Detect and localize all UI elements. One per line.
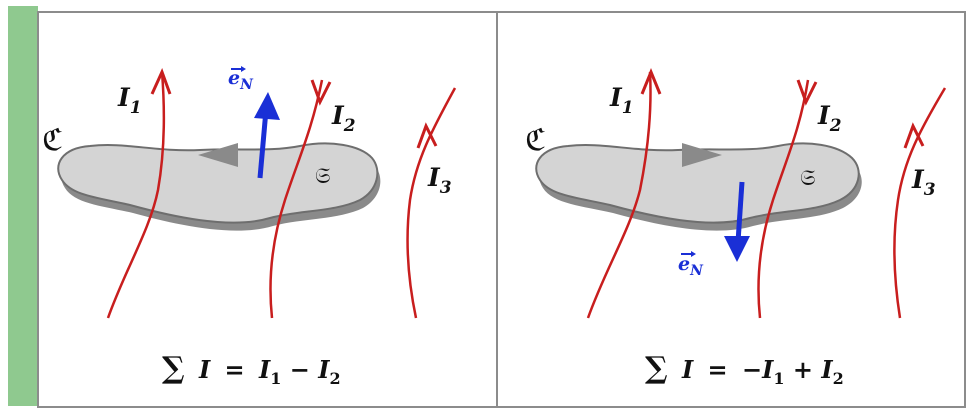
current-line-i1 xyxy=(106,71,166,319)
current-label-i1: I1 xyxy=(117,83,142,118)
current-line-i2 xyxy=(757,79,810,319)
svg-text:eN: eN xyxy=(228,67,254,93)
contour-orientation-arrow xyxy=(198,143,238,167)
svg-text:eN: eN xyxy=(678,253,704,279)
normal-vector-head xyxy=(254,92,280,120)
current-arrow-i3 xyxy=(416,122,438,149)
current-label-i3: I3 xyxy=(911,165,936,200)
panel-left: ℭ 𝔖 I1 I2 I3 eN ∑ I = I1 − I2 xyxy=(42,66,457,388)
current-arrow-i2 xyxy=(796,79,818,106)
contour-orientation-arrow xyxy=(682,143,722,167)
surface-s xyxy=(535,142,860,224)
current-line-i1 xyxy=(586,71,652,319)
current-label-i3: I3 xyxy=(427,163,452,198)
current-label-i2: I2 xyxy=(817,101,842,136)
current-arrow-i3 xyxy=(903,122,925,149)
contour-label: ℭ xyxy=(42,123,63,158)
current-line-i3 xyxy=(893,87,947,319)
contour-label: ℭ xyxy=(525,123,546,158)
equation-left: ∑ I = I1 − I2 xyxy=(162,351,341,388)
left-accent-bar xyxy=(8,6,38,406)
normal-vector-label: eN xyxy=(228,66,254,93)
normal-vector-shaft xyxy=(257,109,269,179)
current-label-i1: I1 xyxy=(609,83,634,118)
equation-right: ∑ I = −I1 + I2 xyxy=(645,351,844,388)
current-arrow-i2 xyxy=(310,79,332,106)
current-line-i2 xyxy=(269,79,324,319)
current-arrow-i1 xyxy=(150,68,172,95)
normal-vector-label: eN xyxy=(678,251,704,279)
normal-vector-shaft xyxy=(735,181,745,243)
panel-right-border xyxy=(496,11,966,408)
current-line-i3 xyxy=(406,87,457,319)
current-label-i2: I2 xyxy=(331,101,356,136)
panel-right: ℭ 𝔖 I1 I2 I3 eN ∑ I = −I1 + I2 xyxy=(525,68,947,388)
surface-label: 𝔖 xyxy=(315,164,330,189)
surface-label: 𝔖 xyxy=(800,166,815,191)
normal-vector-head xyxy=(724,236,750,262)
current-arrow-i1 xyxy=(640,68,662,95)
